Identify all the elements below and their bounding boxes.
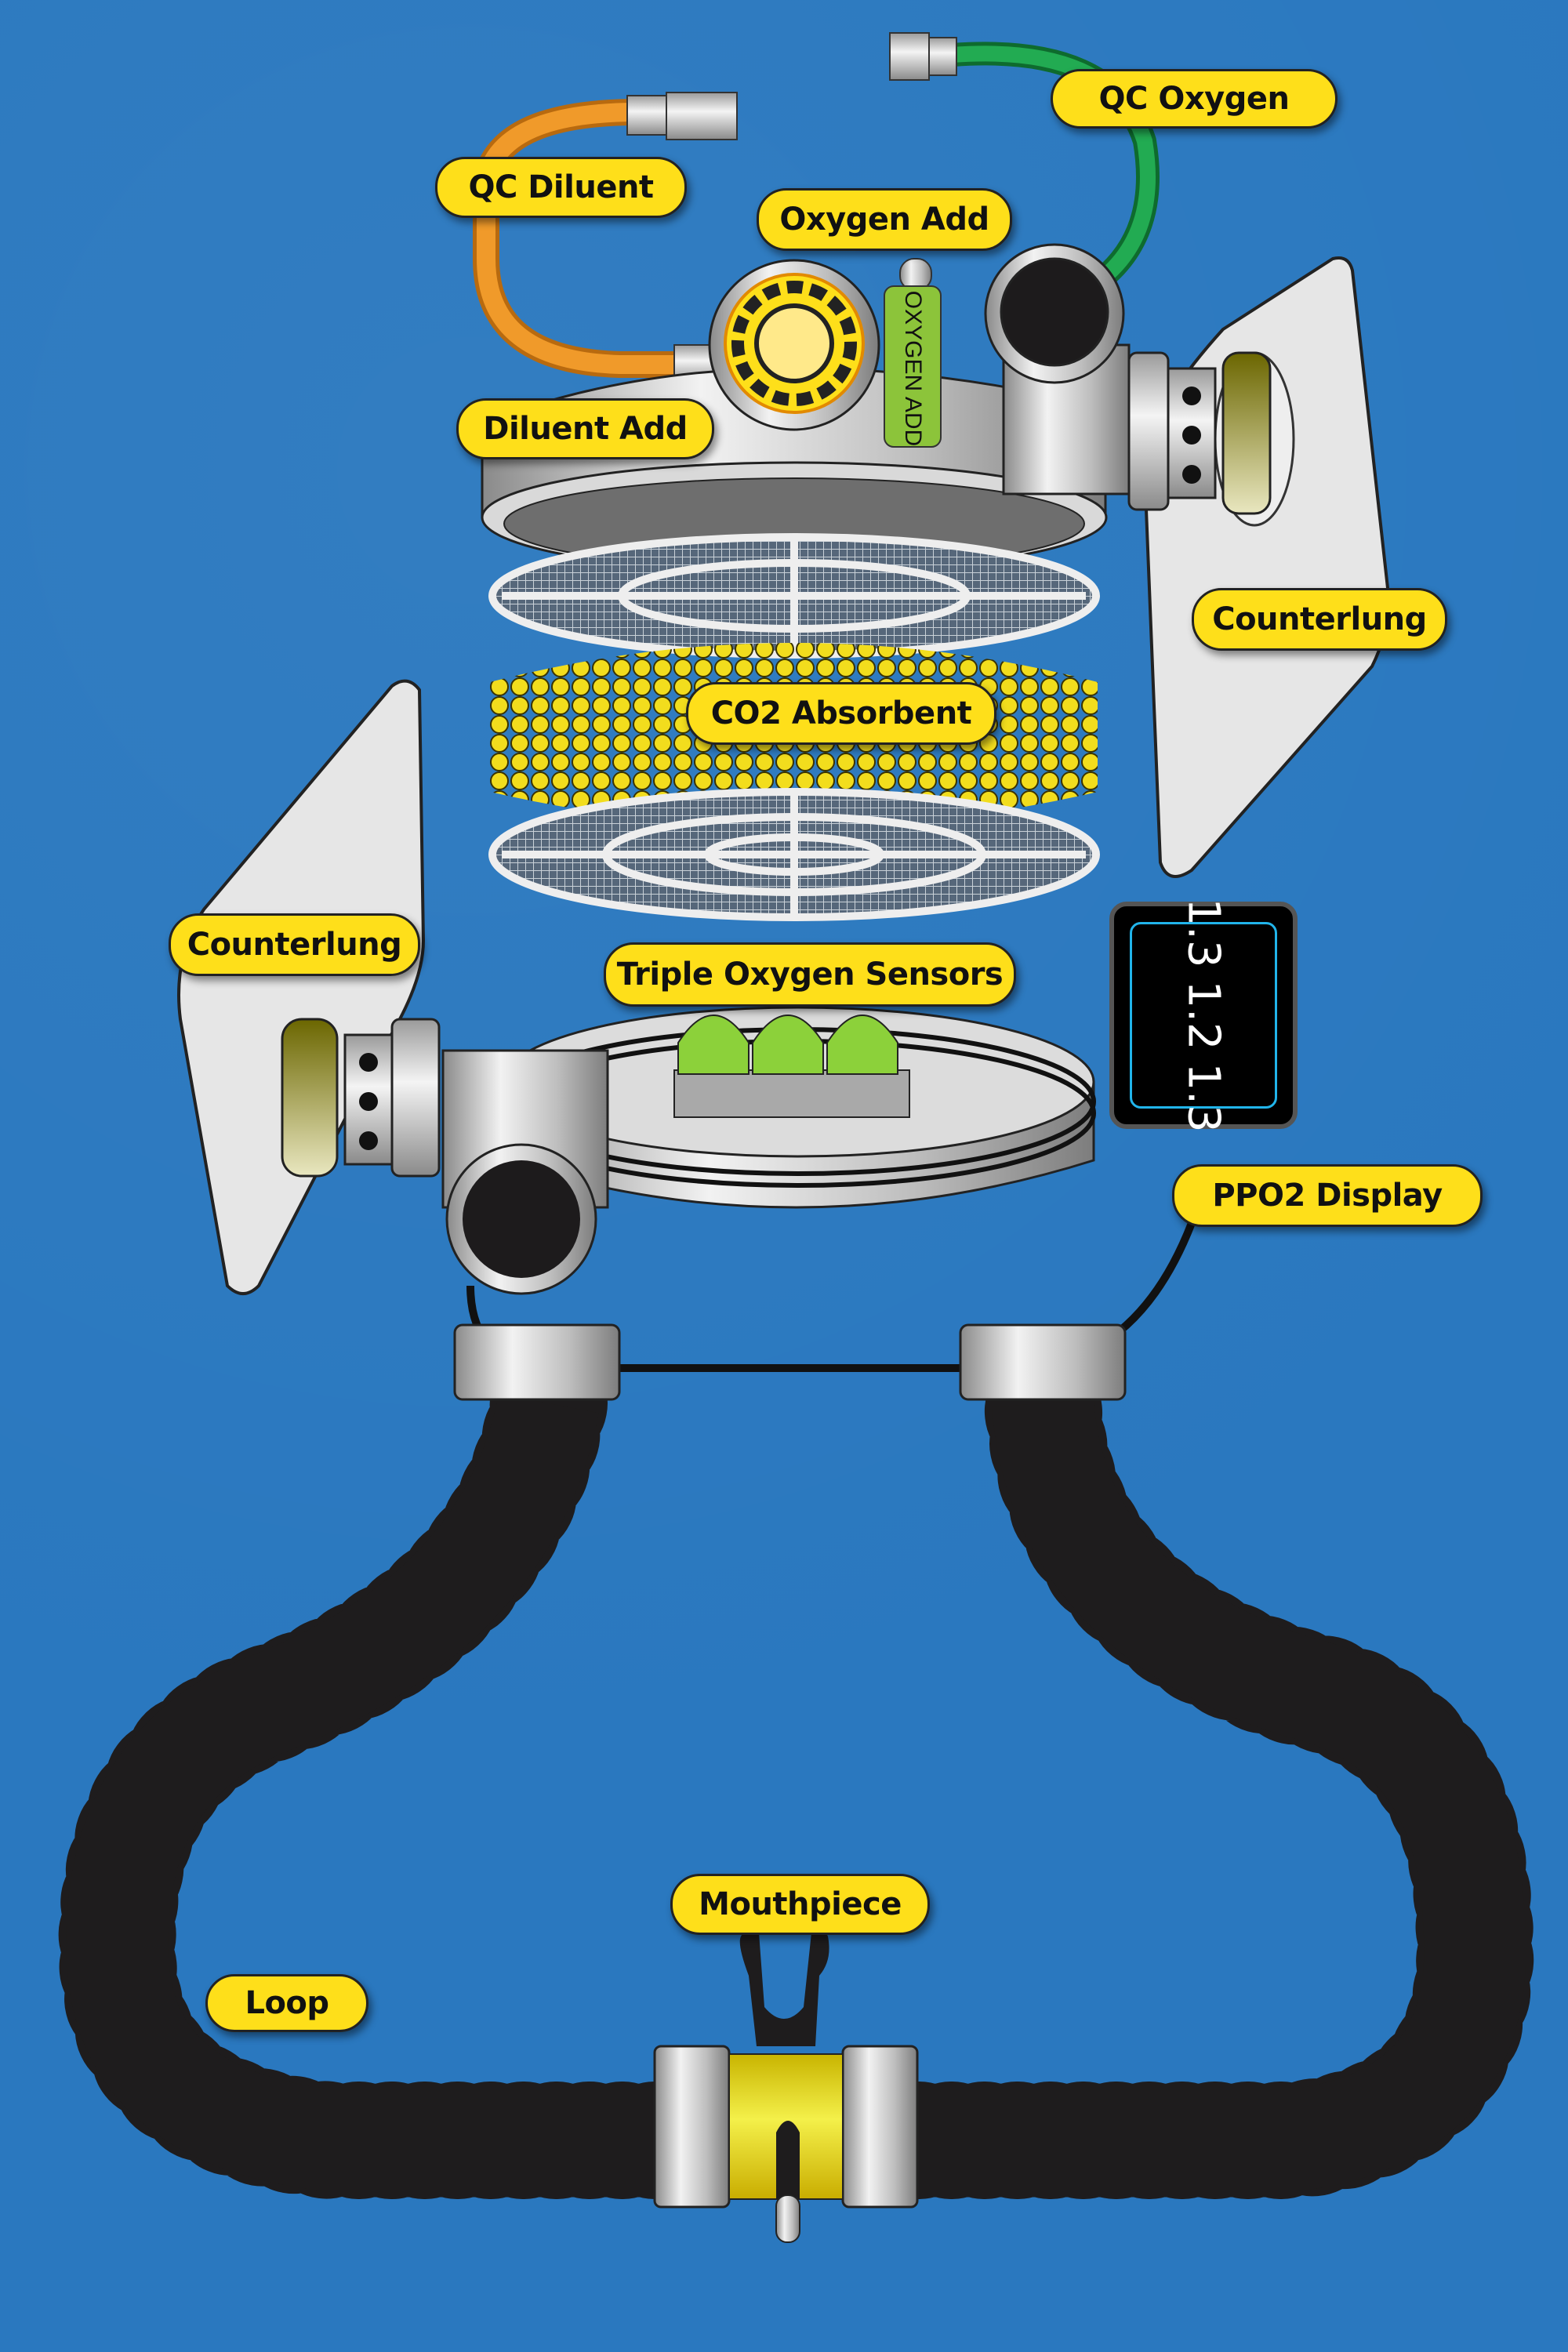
breathing-loop-hose [58, 1345, 1534, 2199]
label-diluent-add: Diluent Add [456, 398, 714, 459]
ppo2-screen-frame: 1.3 1.2 1.3 [1130, 898, 1277, 1133]
counterlung-left [177, 679, 426, 1295]
ppo2-sensor-1-value: 1.3 [1178, 898, 1229, 968]
exhale-valve-elbow [984, 243, 1272, 515]
ppo2-display-unit: 1.3 1.2 1.3 [1109, 898, 1298, 1133]
counterlung-right [1142, 256, 1390, 878]
ppo2-readout: 1.3 1.2 1.3 [1178, 891, 1229, 1138]
label-mouthpiece: Mouthpiece [670, 1874, 930, 1935]
loop-fitting-left [453, 1323, 621, 1401]
label-oxygen-add: Oxygen Add [757, 188, 1012, 251]
mouthpiece-assembly [653, 1927, 919, 2243]
label-co2-absorbent: CO2 Absorbent [686, 682, 996, 745]
lower-screen [488, 788, 1100, 921]
label-counterlung-right: Counterlung [1192, 588, 1447, 651]
oxygen-add-tag [884, 258, 942, 448]
qc-oxygen-fitting [889, 32, 930, 81]
qc-diluent-hose [473, 92, 738, 385]
label-counterlung-left: Counterlung [169, 913, 420, 976]
oxygen-add-tag-text: OXYGEN ADD [884, 290, 941, 447]
label-ppo2-display: PPO2 Display [1172, 1164, 1483, 1227]
sensor-housing [500, 1006, 1096, 1209]
label-triple-oxygen-sensors: Triple Oxygen Sensors [604, 942, 1016, 1007]
upper-screen [488, 533, 1100, 659]
qc-diluent-fitting [666, 92, 738, 140]
ppo2-sensor-2-value: 1.2 [1178, 980, 1229, 1051]
qc-diluent-fitting-collar [626, 95, 667, 136]
inhale-valve-elbow [281, 1018, 609, 1295]
loop-fitting-right [959, 1323, 1127, 1401]
oxygen-sensor-cells [677, 1014, 898, 1075]
ppo2-sensor-3-value: 1.3 [1178, 1062, 1229, 1133]
label-loop: Loop [205, 1974, 368, 2032]
oxygen-add-tag-label: OXYGEN ADD [900, 290, 926, 447]
label-qc-diluent: QC Diluent [435, 157, 687, 218]
qc-oxygen-hose [889, 32, 1160, 294]
oxygen-add-dial [708, 259, 880, 431]
label-qc-oxygen: QC Oxygen [1051, 69, 1338, 129]
